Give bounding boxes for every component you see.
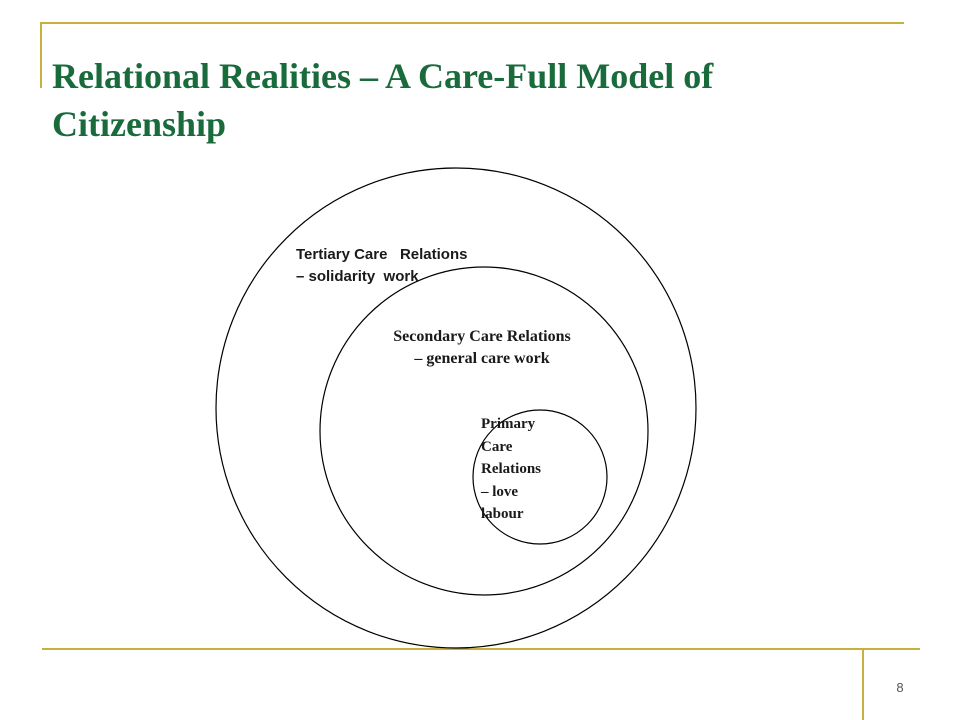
primary-label-line4: – love <box>481 483 519 500</box>
right-rule <box>862 648 864 720</box>
secondary-label-line1: Secondary Care Relations <box>393 328 571 345</box>
secondary-label-line2: – general care work <box>414 350 550 367</box>
page-number: 8 <box>896 680 904 695</box>
left-rule <box>40 22 42 88</box>
secondary-circle <box>319 266 649 596</box>
primary-label-line1: Primary <box>481 416 536 432</box>
primary-label: Primary Care Relations – love labour <box>481 413 541 526</box>
tertiary-label-line2: – solidarity work <box>296 268 419 285</box>
bottom-rule <box>42 648 920 650</box>
tertiary-circle <box>215 167 697 649</box>
primary-label-line5: labour <box>481 506 524 522</box>
primary-circle <box>472 409 608 545</box>
tertiary-label-line1: Tertiary Care Relations <box>296 246 468 263</box>
primary-label-line3: Relations <box>481 461 541 477</box>
slide-title: Relational Realities – A Care-Full Model… <box>52 56 714 144</box>
primary-label-line2: Care <box>481 438 513 455</box>
tertiary-label: Tertiary Care Relations – solidarity wor… <box>296 244 467 288</box>
top-rule <box>40 22 904 24</box>
secondary-label: Secondary Care Relations – general care … <box>372 326 592 370</box>
